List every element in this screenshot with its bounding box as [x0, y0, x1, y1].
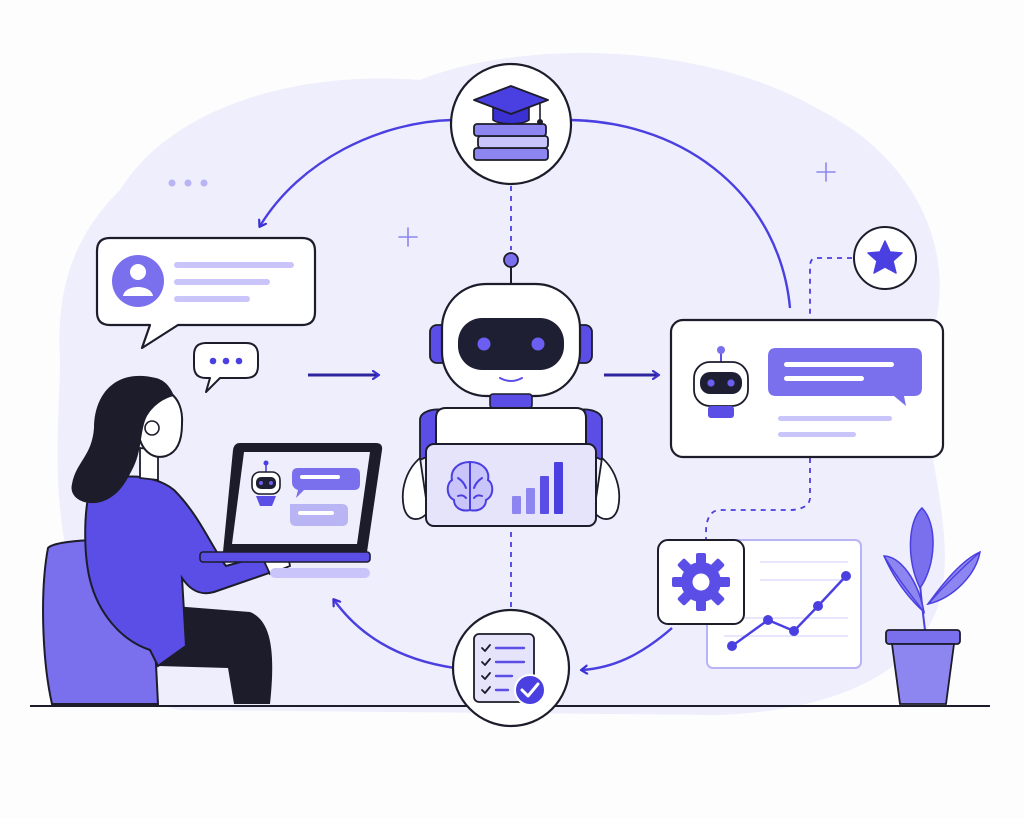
gear-icon — [672, 553, 730, 611]
arc-analytics-to-task — [582, 627, 673, 670]
typing-indicator-bubble — [193, 342, 259, 393]
user-avatar-icon — [112, 255, 164, 307]
sparkle-icon — [398, 227, 418, 247]
message-line — [174, 262, 294, 268]
woman-at-laptop-icon — [42, 375, 292, 705]
ai-assistant-robot — [401, 252, 621, 527]
dots-decoration — [168, 179, 208, 187]
dashed-connectors — [510, 186, 852, 610]
arc-task-to-user — [334, 600, 456, 670]
user-message-card — [95, 236, 317, 350]
robot-icon — [251, 460, 281, 506]
task-complete-node — [451, 608, 571, 728]
bar-chart-icon — [512, 462, 563, 514]
robot-icon — [693, 346, 749, 418]
laptop — [199, 443, 383, 578]
graduation-cap-books-icon — [473, 85, 549, 161]
response-line — [778, 432, 856, 437]
analytics-card — [706, 539, 862, 669]
response-line — [778, 416, 892, 421]
sparkle-icon — [816, 162, 836, 182]
message-line — [174, 296, 250, 302]
arc-learning-to-user-message — [260, 118, 453, 226]
rating-node — [853, 226, 917, 290]
star-icon — [867, 240, 903, 274]
brain-icon — [446, 460, 494, 512]
learning-node — [449, 62, 573, 186]
settings-node — [657, 539, 745, 625]
arc-learning-to-ai-response — [569, 118, 792, 309]
ai-response-card — [669, 318, 945, 459]
checklist-icon — [473, 633, 546, 706]
line-chart-icon — [727, 571, 851, 651]
message-line — [174, 279, 270, 285]
potted-plant-icon — [882, 506, 981, 705]
